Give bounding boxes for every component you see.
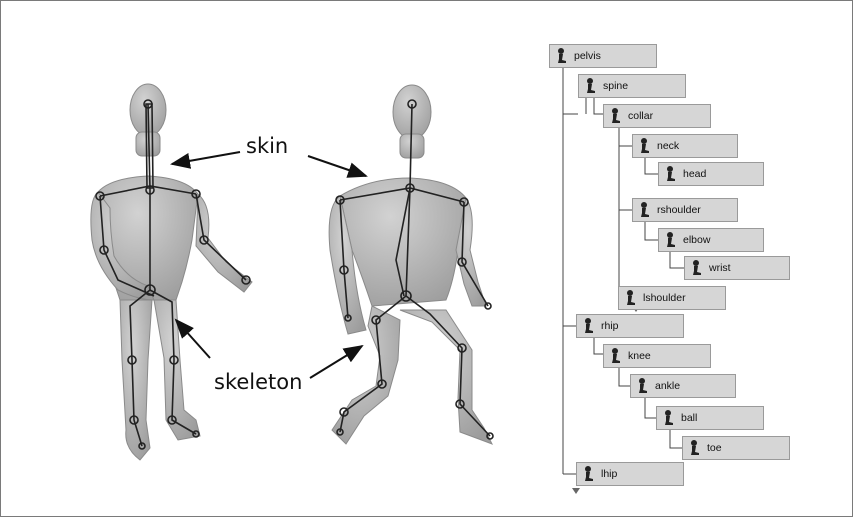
tree-node-label: collar [628, 110, 653, 122]
tree-node-label: wrist [709, 262, 731, 274]
joint-icon [582, 77, 598, 95]
tree-node-label: spine [603, 80, 628, 92]
joint-icon [634, 377, 650, 395]
joint-icon [636, 201, 652, 219]
tree-node-label: toe [707, 442, 722, 454]
joint-icon [622, 289, 638, 307]
tree-node-label: ball [681, 412, 697, 424]
tree-node-neck[interactable]: neck [632, 134, 738, 158]
tree-node-wrist[interactable]: wrist [684, 256, 790, 280]
tree-node-ball[interactable]: ball [656, 406, 764, 430]
tree-node-label: head [683, 168, 706, 180]
tree-node-rshoulder[interactable]: rshoulder [632, 198, 738, 222]
tree-node-elbow[interactable]: elbow [658, 228, 764, 252]
tree-node-lhip[interactable]: lhip [576, 462, 684, 486]
joint-icon [688, 259, 704, 277]
joint-icon [580, 317, 596, 335]
tree-node-ankle[interactable]: ankle [630, 374, 736, 398]
tree-node-head[interactable]: head [658, 162, 764, 186]
skin-label: skin [246, 134, 288, 158]
tree-node-rhip[interactable]: rhip [576, 314, 684, 338]
tree-node-spine[interactable]: spine [578, 74, 686, 98]
tree-node-label: ankle [655, 380, 680, 392]
tree-node-label: pelvis [574, 50, 601, 62]
tree-node-knee[interactable]: knee [603, 344, 711, 368]
tree-node-label: rshoulder [657, 204, 701, 216]
tree-node-label: lhip [601, 468, 617, 480]
tree-node-label: elbow [683, 234, 710, 246]
tree-node-toe[interactable]: toe [682, 436, 790, 460]
joint-icon [660, 409, 676, 427]
joint-icon [636, 137, 652, 155]
tree-node-label: neck [657, 140, 679, 152]
tree-node-pelvis[interactable]: pelvis [549, 44, 657, 68]
tree-node-label: rhip [601, 320, 619, 332]
joint-icon [607, 347, 623, 365]
joint-icon [662, 231, 678, 249]
tree-node-label: lshoulder [643, 292, 686, 304]
tree-node-collar[interactable]: collar [603, 104, 711, 128]
joint-icon [580, 465, 596, 483]
skeleton-label: skeleton [214, 370, 302, 394]
joint-icon [686, 439, 702, 457]
tree-node-lshoulder[interactable]: lshoulder [618, 286, 726, 310]
joint-icon [662, 165, 678, 183]
tree-node-label: knee [628, 350, 651, 362]
joint-icon [607, 107, 623, 125]
joint-icon [553, 47, 569, 65]
